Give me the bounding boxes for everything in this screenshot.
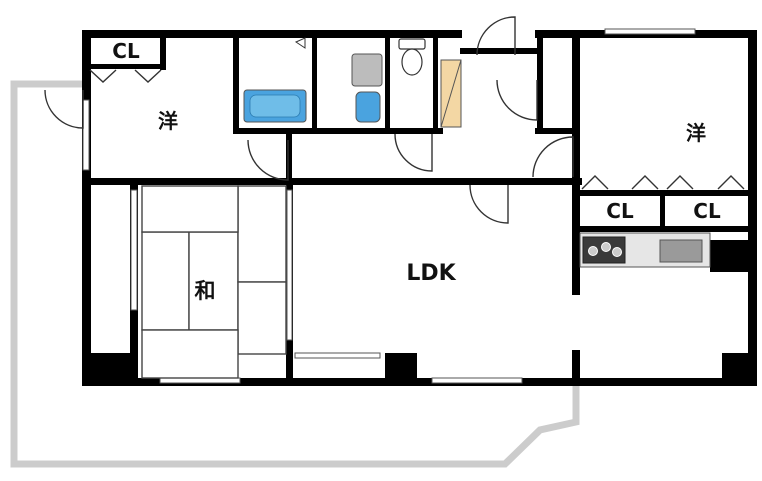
washbasin — [355, 91, 381, 123]
room-label-japanese: 和 — [195, 279, 216, 303]
doors — [44, 16, 745, 224]
tatami-mats — [141, 185, 287, 379]
washing-machine — [351, 53, 383, 87]
room-label-ldk: LDK — [406, 261, 456, 286]
balcony-outline — [10, 80, 580, 468]
closet-label-3: CL — [693, 199, 721, 223]
room-label-western-1: 洋 — [158, 109, 178, 133]
sink — [659, 239, 703, 263]
closet-label-2: CL — [606, 199, 634, 223]
room-label-western-2: 洋 — [686, 121, 706, 145]
walls — [82, 30, 757, 386]
fixtures — [243, 37, 711, 268]
closet-label-1: CL — [112, 39, 140, 63]
toilet — [401, 48, 423, 76]
